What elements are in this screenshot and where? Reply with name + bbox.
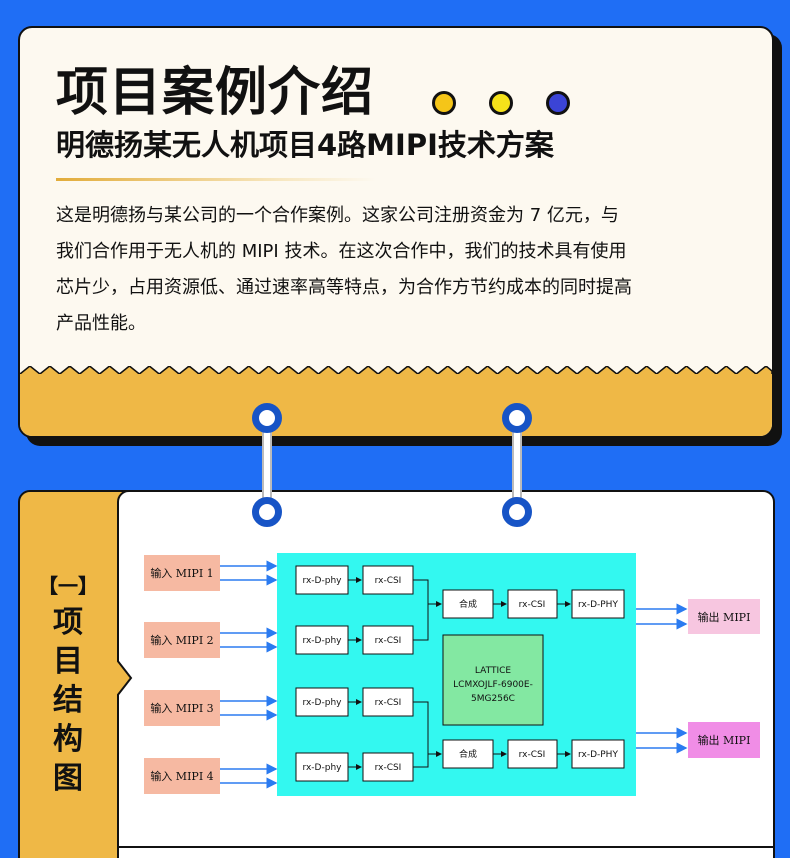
- input-label: 输入 MIPI 1: [150, 566, 213, 580]
- card-gold-band: [20, 374, 772, 436]
- output-label: 输出 MIPI: [698, 733, 751, 747]
- block-label: 合成: [459, 598, 477, 610]
- chip-label: LCMXOJLF-6900E-: [453, 680, 533, 690]
- binder-post-right: [512, 430, 522, 510]
- output-label: 输出 MIPI: [698, 610, 751, 624]
- binder-ring-icon: [502, 403, 532, 433]
- fpga-chip: LATTICE LCMXOJLF-6900E- 5MG256C: [442, 634, 544, 726]
- merge-block: 合成: [442, 739, 494, 769]
- description-line: 这是明德扬与某公司的一个合作案例。这家公司注册资金为 7 亿元，与: [56, 205, 619, 226]
- rx-dphy-block: rx-D-phy: [295, 625, 349, 655]
- block-label: rx-D-phy: [303, 576, 343, 586]
- rx-csi-block: rx-CSI: [362, 565, 414, 595]
- section-title-char: 结: [53, 683, 83, 718]
- block-label: rx-CSI: [519, 750, 546, 760]
- decor-dot-light-yellow: [489, 91, 513, 115]
- input-label: 输入 MIPI 3: [150, 701, 213, 715]
- input-mipi-1: 输入 MIPI 1: [144, 555, 220, 591]
- block-label: rx-CSI: [375, 636, 402, 646]
- section-title-char: 目: [53, 644, 83, 679]
- block-label: rx-D-phy: [303, 636, 343, 646]
- dphy-out-block: rx-D-PHY: [571, 739, 625, 769]
- block-label: rx-D-PHY: [578, 750, 618, 760]
- block-label: rx-D-phy: [303, 698, 343, 708]
- panel-notch: [117, 660, 133, 696]
- block-label: rx-CSI: [375, 763, 402, 773]
- section-title-char: 图: [53, 761, 83, 796]
- rx-csi-block: rx-CSI: [362, 687, 414, 717]
- binder-ring-icon: [252, 497, 282, 527]
- input-label: 输入 MIPI 2: [150, 633, 213, 647]
- rx-dphy-block: rx-D-phy: [295, 687, 349, 717]
- panel-divider: [117, 846, 775, 848]
- decor-dot-yellow: [432, 91, 456, 115]
- chip-label: 5MG256C: [471, 694, 515, 704]
- rx-csi-block: rx-CSI: [507, 589, 558, 619]
- description-line: 产品性能。: [56, 313, 146, 334]
- input-arrows: [220, 560, 278, 789]
- rx-csi-block: rx-CSI: [362, 625, 414, 655]
- intro-card: [18, 26, 774, 438]
- binder-post-left: [262, 430, 272, 510]
- binder-ring-icon: [252, 403, 282, 433]
- chip-label: LATTICE: [475, 666, 511, 676]
- dphy-out-block: rx-D-PHY: [571, 589, 625, 619]
- page-title: 项目案例介绍: [56, 63, 375, 123]
- rx-csi-block: rx-CSI: [362, 752, 414, 782]
- input-label: 输入 MIPI 4: [150, 769, 213, 783]
- block-label: rx-CSI: [519, 600, 546, 610]
- merge-block: 合成: [442, 589, 494, 619]
- block-label: 合成: [459, 748, 477, 760]
- title-underline: [56, 178, 376, 181]
- description-line: 芯片少，占用资源低、通过速率高等特点，为合作方节约成本的同时提高: [56, 277, 632, 298]
- section-title-char: 项: [53, 605, 83, 640]
- rx-csi-block: rx-CSI: [507, 739, 558, 769]
- rx-dphy-block: rx-D-phy: [295, 565, 349, 595]
- decor-dot-blue: [546, 91, 570, 115]
- section-number: 【一】: [38, 574, 98, 598]
- block-connectors: [348, 577, 571, 770]
- block-label: rx-D-PHY: [578, 600, 618, 610]
- output-mipi-1: 输出 MIPI: [688, 599, 760, 634]
- input-mipi-2: 输入 MIPI 2: [144, 622, 220, 658]
- binder-ring-icon: [502, 497, 532, 527]
- output-arrows: [636, 603, 688, 754]
- output-mipi-2: 输出 MIPI: [688, 722, 760, 758]
- rx-dphy-block: rx-D-phy: [295, 752, 349, 782]
- section-title-char: 构: [53, 722, 83, 757]
- input-mipi-4: 输入 MIPI 4: [144, 758, 220, 794]
- section-title: 【一】 项 目 结 构 图: [18, 570, 118, 798]
- input-mipi-3: 输入 MIPI 3: [144, 690, 220, 726]
- block-label: rx-CSI: [375, 698, 402, 708]
- description-line: 我们合作用于无人机的 MIPI 技术。在这次合作中，我们的技术具有使用: [56, 241, 627, 262]
- description: 这是明德扬与某公司的一个合作案例。这家公司注册资金为 7 亿元，与 我们合作用于…: [56, 198, 686, 342]
- block-label: rx-CSI: [375, 576, 402, 586]
- page-subtitle: 明德扬某无人机项目4路MIPI技术方案: [56, 128, 554, 162]
- block-label: rx-D-phy: [303, 763, 343, 773]
